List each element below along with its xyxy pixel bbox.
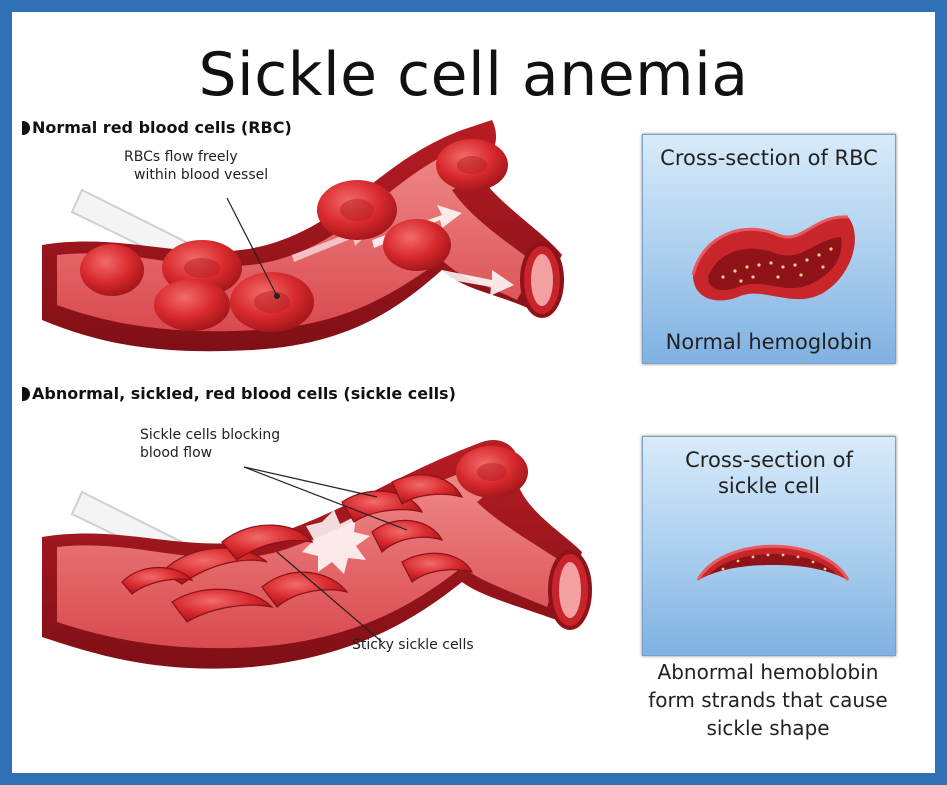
sickle-section-label: Abnormal, sickled, red blood cells (sick… [22, 384, 456, 403]
red-blood-cell [383, 219, 451, 271]
red-blood-cell [80, 244, 144, 296]
sickle-blocking-callout: Sickle cells blocking blood flow [140, 426, 280, 462]
sickle-cross-section-panel: Cross-section of sickle cell [642, 436, 896, 656]
normal-hemoglobin-label: Normal hemoglobin [643, 329, 895, 355]
sickle-blood-vessel [22, 412, 622, 702]
sickle-cross-section-title: Cross-section of sickle cell [643, 447, 895, 499]
page-title: Sickle cell anemia [12, 40, 935, 110]
rbc-cross-section-panel: Cross-section of RBC Normal hemoglobin [642, 134, 896, 364]
sickle-cross-section-illustration [693, 525, 853, 605]
normal-blood-vessel [22, 120, 622, 390]
rbc-flow-callout: RBCs flow freely within blood vessel [124, 148, 268, 184]
rbc-cross-section-title: Cross-section of RBC [643, 145, 895, 171]
rbc-cross-section-illustration [683, 205, 863, 315]
abnormal-hemoglobin-caption: Abnormal hemoblobin form strands that ca… [622, 658, 914, 742]
bullet-icon [22, 387, 30, 401]
red-blood-cell [154, 279, 230, 331]
diagram-frame: Sickle cell anemia Normal red blood cell… [12, 12, 935, 773]
sticky-sickle-callout: Sticky sickle cells [352, 636, 474, 654]
